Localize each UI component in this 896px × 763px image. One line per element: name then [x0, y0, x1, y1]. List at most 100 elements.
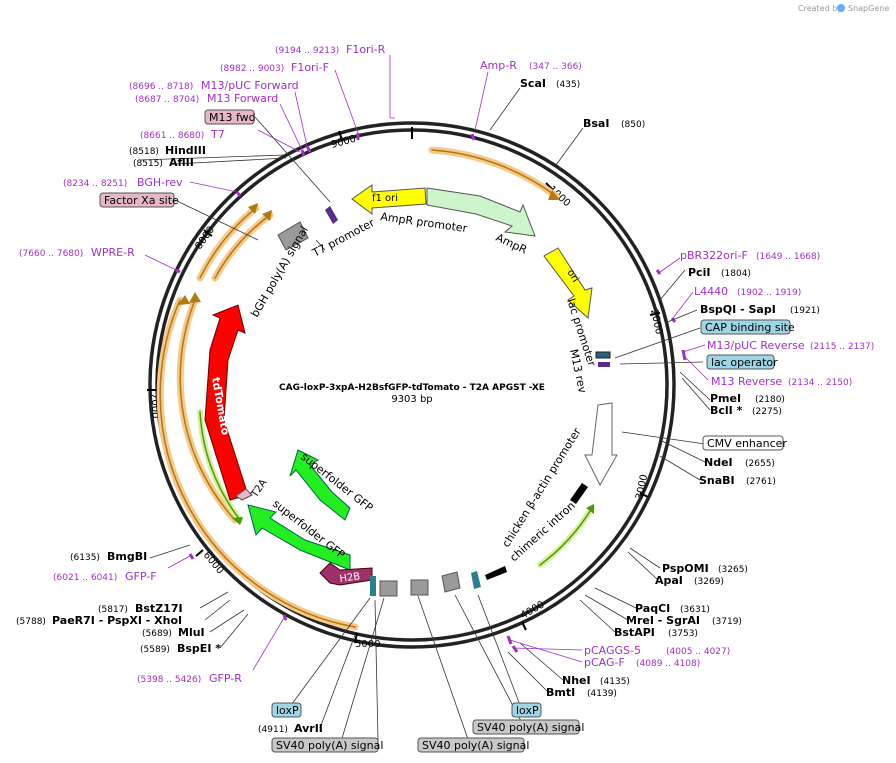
- misc-feature-marks: [325, 206, 611, 596]
- cap-site-label: CAP binding site: [705, 321, 795, 334]
- site-nhei: NheI: [562, 674, 591, 687]
- primer-pcagf-pos: (4089 .. 4108): [636, 659, 700, 669]
- site-bstapi: BstAPI: [614, 626, 655, 639]
- site-bmgbi-pos: (6135): [70, 553, 100, 563]
- site-bspei-pos: (5589): [140, 645, 170, 655]
- site-pspomi: PspOMI: [662, 562, 709, 575]
- site-ndei: NdeI: [704, 456, 733, 469]
- primer-ampr: Amp-R: [480, 59, 517, 72]
- watermark-brand: SnapGene: [848, 4, 889, 13]
- h2b-label: H2B: [339, 571, 361, 585]
- tick-5000: 5000: [355, 639, 380, 650]
- primer-pcaggs5: pCAGGS-5: [584, 644, 641, 657]
- site-paqci-pos: (3631): [680, 605, 710, 615]
- sv40-box-b: [271, 737, 379, 753]
- site-avrii-pos: (4911): [258, 725, 288, 735]
- cmv-enhancer-arrow: [584, 402, 618, 487]
- site-bsai: BsaI: [583, 117, 609, 130]
- f1-ori-arrow: [351, 184, 427, 215]
- primer-m13puc-fwd: M13/pUC Forward: [201, 79, 299, 92]
- primer-labels: (9194 .. 9213) F1ori-R (8982 .. 9003) F1…: [19, 43, 874, 685]
- primer-m13puc-fwd-pos: (8696 .. 8718): [129, 82, 193, 92]
- primer-bghrev: BGH-rev: [137, 176, 183, 189]
- site-bmgbi: BmgBI: [107, 550, 147, 563]
- leader-lines: [139, 87, 711, 746]
- sfgfp-arrow-1: [247, 504, 351, 571]
- site-xhoi: PaeR7I - PspXI - XhoI: [52, 614, 182, 627]
- loxp-label-1: loxP: [276, 704, 299, 717]
- cmv-enhancer-label: CMV enhancer: [707, 437, 787, 450]
- sfgfp-arrow-2: [289, 449, 351, 521]
- site-apai-pos: (3269): [694, 577, 724, 587]
- primer-m13fwd: M13 Forward: [207, 92, 278, 105]
- primer-f1orir: F1ori-R: [346, 43, 386, 56]
- site-bsai-pos: (850): [621, 120, 645, 130]
- factor-xa-box: [99, 192, 175, 208]
- h2b-arrow: [319, 562, 373, 586]
- site-avrii: AvrII: [294, 722, 323, 735]
- site-bstz17i-pos: (5817): [98, 605, 128, 615]
- loxp-label-2: loxP: [516, 704, 539, 717]
- site-scai: ScaI: [520, 77, 546, 90]
- site-aflii: AflII: [169, 156, 194, 169]
- primer-bghrev-pos: (8234 .. 8251): [63, 179, 127, 189]
- primer-pcaggs5-pos: (4005 .. 4027): [666, 647, 730, 657]
- site-mlui: MluI: [178, 626, 205, 639]
- m13-fwd-label: M13 fwd: [209, 111, 256, 124]
- site-bmti: BmtI: [546, 686, 575, 699]
- site-apai: ApaI: [655, 574, 683, 587]
- primer-pbr322orif: pBR322ori-F: [680, 249, 748, 262]
- ori-arrow: [543, 247, 593, 320]
- site-snabi: SnaBI: [699, 474, 735, 487]
- loxp-box-2: [511, 702, 542, 718]
- primer-wprer-pos: (7660 .. 7680): [19, 249, 83, 259]
- primer-gfpf: GFP-F: [125, 570, 157, 583]
- site-pmei-pos: (2180): [755, 395, 785, 405]
- site-bcli: BclI *: [710, 404, 743, 417]
- site-nhei-pos: (4135): [600, 677, 630, 687]
- orange-bands: [156, 146, 595, 631]
- primer-gfpr-pos: (5398 .. 5426): [137, 675, 201, 685]
- primer-f1orif: F1ori-F: [291, 61, 329, 74]
- boxed-labels: M13 fwd Factor Xa site CAP binding site …: [99, 109, 795, 753]
- site-mlui-pos: (5689): [142, 629, 172, 639]
- site-bmti-pos: (4139): [587, 689, 617, 699]
- primer-t7: T7: [210, 128, 225, 141]
- backbone-outer-ring: [148, 121, 676, 649]
- sv40-box-a: [472, 719, 580, 735]
- t2a-label: T2A: [249, 477, 270, 500]
- primer-gfpf-pos: (6021 .. 6041): [53, 573, 117, 583]
- site-mrei: MreI - SgrAI: [626, 614, 700, 627]
- primer-leader-lines: [144, 55, 709, 671]
- site-hindiii: HindIII: [165, 144, 206, 157]
- site-pcii-pos: (1804): [721, 269, 751, 279]
- tick-3000: 3000: [634, 473, 650, 500]
- site-bspei: BspEI *: [177, 642, 221, 655]
- primer-ampr-pos: (347 .. 366): [529, 62, 582, 72]
- site-scai-pos: (435): [556, 80, 580, 90]
- tick-7000: 7000: [149, 393, 160, 418]
- tick-2000: 2000: [648, 308, 664, 335]
- sv40-label-c: SV40 poly(A) signal: [422, 739, 529, 752]
- primer-m13rev-pos: (2134 .. 2150): [788, 378, 852, 388]
- ampr-arrow: [426, 187, 536, 237]
- tdtomato-arrow: [204, 304, 249, 501]
- site-ndei-pos: (2655): [745, 459, 775, 469]
- primer-l4440: L4440: [694, 285, 728, 298]
- site-snabi-pos: (2761): [746, 477, 776, 487]
- sv40-box-c: [417, 737, 525, 753]
- site-bcli-pos: (2275): [752, 407, 782, 417]
- site-bstapi-pos: (3753): [668, 629, 698, 639]
- m13-fwd-box: [204, 109, 255, 125]
- cmv-enhancer-box: [702, 435, 784, 451]
- loxp-box-1: [271, 702, 302, 718]
- lac-operator-label: lac operator: [711, 356, 778, 369]
- site-bspqi-pos: (1921): [790, 306, 820, 316]
- cap-site-box: [700, 319, 791, 335]
- restriction-sites: ScaI (435) BsaI (850) PciI (1804) BspQI …: [16, 77, 820, 735]
- primer-pcagf: pCAG-F: [584, 656, 625, 669]
- site-mrei-pos: (3719): [712, 617, 742, 627]
- primer-pbr322orif-pos: (1649 .. 1668): [756, 252, 820, 262]
- lac-operator-box: [706, 354, 775, 370]
